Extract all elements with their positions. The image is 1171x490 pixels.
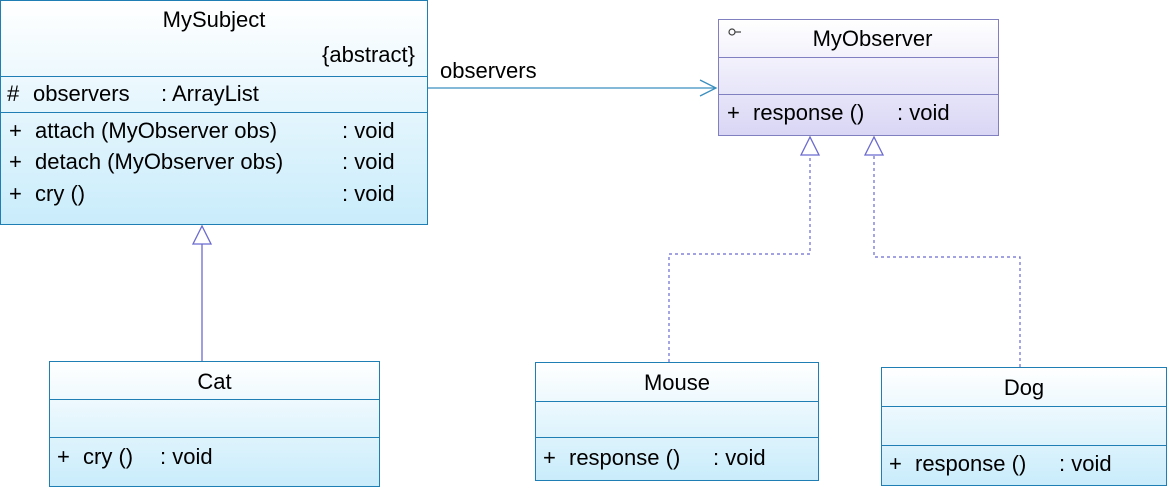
class-name: MyObserver xyxy=(812,26,933,51)
method-return: : void xyxy=(342,149,395,174)
class-name: Dog xyxy=(1003,375,1045,400)
attribute-name: observers xyxy=(33,81,130,106)
method-visibility: + xyxy=(543,445,556,470)
method-signature: cry () xyxy=(83,444,134,469)
class-cat[interactable]: Cat + cry () : void xyxy=(49,361,380,487)
generalization-arrowhead xyxy=(191,224,213,245)
compartment-divider xyxy=(1,112,427,113)
attribute-type: : ArrayList xyxy=(161,81,259,106)
realization-line-dog xyxy=(873,155,1021,367)
class-name: Mouse xyxy=(643,370,711,395)
compartment-divider xyxy=(536,437,818,438)
method-return: : void xyxy=(342,118,395,143)
class-stereotype: {abstract} xyxy=(322,42,415,67)
method-return: : void xyxy=(897,100,950,125)
class-mouse[interactable]: Mouse + response () : void xyxy=(535,362,819,481)
method-signature: attach (MyObserver obs) xyxy=(35,118,278,143)
method-signature: response () xyxy=(753,100,865,125)
compartment-divider xyxy=(719,94,998,95)
method-signature: response () xyxy=(915,451,1027,476)
method-visibility: + xyxy=(57,444,70,469)
compartment-divider xyxy=(882,445,1166,446)
realization-arrowhead-mouse xyxy=(799,135,821,156)
method-visibility: + xyxy=(889,451,902,476)
class-myobserver[interactable]: MyObserver + response () : void xyxy=(718,19,999,136)
method-return: : void xyxy=(160,444,213,469)
interface-icon xyxy=(728,28,741,36)
method-signature: cry () xyxy=(35,181,86,206)
method-return: : void xyxy=(1059,451,1112,476)
association-arrowhead xyxy=(699,79,718,97)
realization-line-mouse xyxy=(668,155,811,362)
realization-arrowhead-dog xyxy=(863,135,885,156)
compartment-divider xyxy=(536,401,818,402)
method-visibility: + xyxy=(727,100,740,125)
compartment-divider xyxy=(882,406,1166,407)
compartment-divider xyxy=(719,57,998,58)
method-signature: detach (MyObserver obs) xyxy=(35,149,284,174)
method-visibility: + xyxy=(9,149,22,174)
method-return: : void xyxy=(342,181,395,206)
class-mysubject[interactable]: MySubject {abstract} # observers : Array… xyxy=(0,0,428,225)
method-signature: response () xyxy=(569,445,681,470)
compartment-divider xyxy=(50,437,379,438)
attribute-visibility: # xyxy=(7,81,20,106)
association-label: observers xyxy=(440,58,537,83)
method-visibility: + xyxy=(9,181,22,206)
method-visibility: + xyxy=(9,118,22,143)
compartment-divider xyxy=(1,76,427,77)
class-name: MySubject xyxy=(162,7,266,32)
method-return: : void xyxy=(713,445,766,470)
class-dog[interactable]: Dog + response () : void xyxy=(881,367,1167,486)
compartment-divider xyxy=(50,399,379,400)
class-name: Cat xyxy=(197,369,232,394)
